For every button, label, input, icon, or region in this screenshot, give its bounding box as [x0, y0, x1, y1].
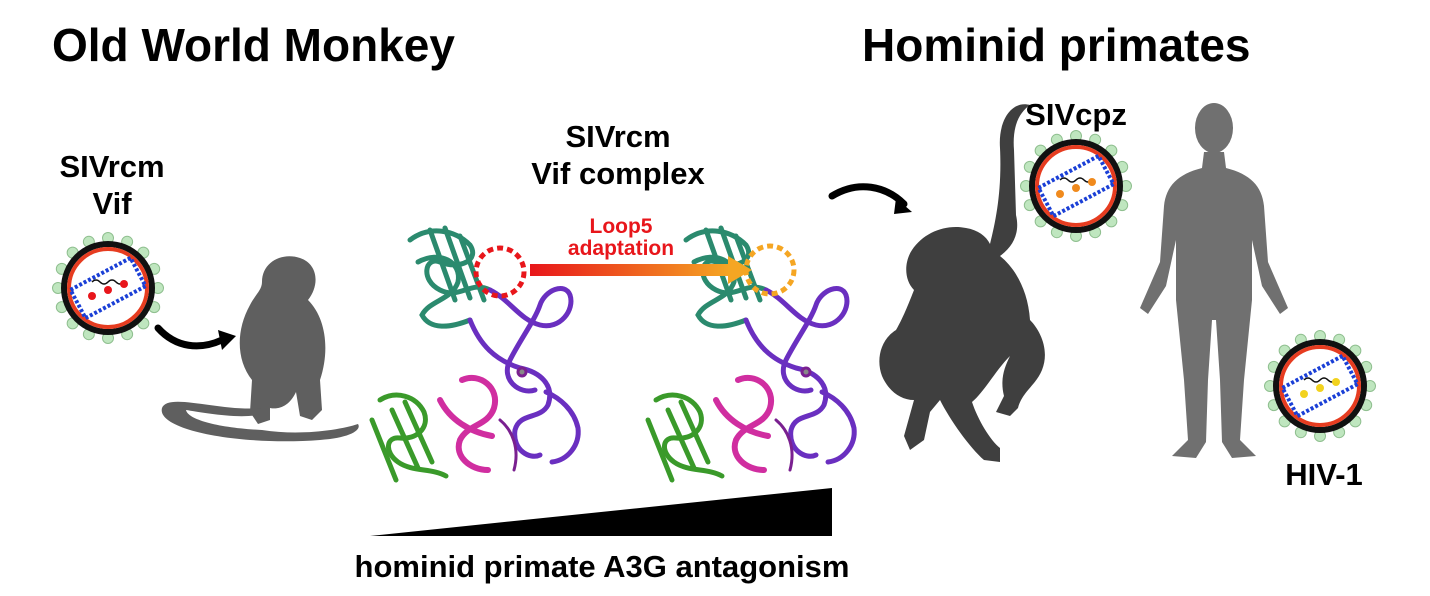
label-sivrcm: SIVrcm [59, 149, 165, 184]
virion-membrane [67, 247, 149, 329]
virion-vif-dot [104, 286, 112, 294]
virion-membrane [1279, 345, 1361, 427]
label-complex-sivrcm: SIVrcm [565, 119, 671, 154]
label-antagonism: hominid primate A3G antagonism [354, 549, 850, 584]
monkey-silhouette-icon [161, 256, 359, 442]
virion-sivrcm-icon [52, 232, 164, 344]
virion-rna [1303, 377, 1337, 383]
virion-membrane [1035, 145, 1117, 227]
virion-vif-dot [120, 280, 128, 288]
label-adaptation: adaptation [567, 237, 675, 261]
antagonism-wedge [370, 488, 832, 536]
label-complex-vif: Vif complex [531, 156, 705, 192]
label-hiv-1: HIV-1 [1285, 457, 1363, 492]
loop5-highlight-red [473, 245, 527, 299]
label-vif: Vif [92, 186, 132, 222]
curved-arrow-icon [154, 183, 908, 350]
protein-structure-left [369, 225, 581, 483]
human-silhouette-icon [1140, 103, 1288, 458]
label-loop5: Loop5 [589, 215, 653, 238]
virions [52, 130, 1376, 442]
virion-vif-dot [1300, 390, 1308, 398]
label-sivrcm-vif: SIVrcm Vif [50, 148, 174, 222]
virion-vif-dot [1072, 184, 1080, 192]
virion-sivcpz-icon [1020, 130, 1132, 242]
arrowhead-icons [218, 198, 912, 350]
title-old-world-monkey: Old World Monkey [52, 19, 455, 71]
virion-vif-dot [1056, 190, 1064, 198]
virion-rna [91, 279, 125, 285]
chimpanzee-silhouette-icon [879, 104, 1045, 463]
virion-rna [1059, 177, 1093, 183]
protein-structure-right [645, 225, 857, 483]
label-vif-complex: SIVrcm Vif complex [520, 118, 716, 192]
virion-hiv-1-icon [1264, 330, 1376, 442]
virion-vif-dot [1088, 178, 1096, 186]
virion-vif-dot [1332, 378, 1340, 386]
loop-adaptation-arrow [530, 256, 752, 284]
virion-vif-dot [88, 292, 96, 300]
label-loop5-adaptation: Loop5 adaptation [548, 215, 694, 261]
label-sivcpz: SIVcpz [1025, 97, 1127, 132]
title-hominid-primates: Hominid primates [862, 19, 1251, 71]
virion-vif-dot [1316, 384, 1324, 392]
